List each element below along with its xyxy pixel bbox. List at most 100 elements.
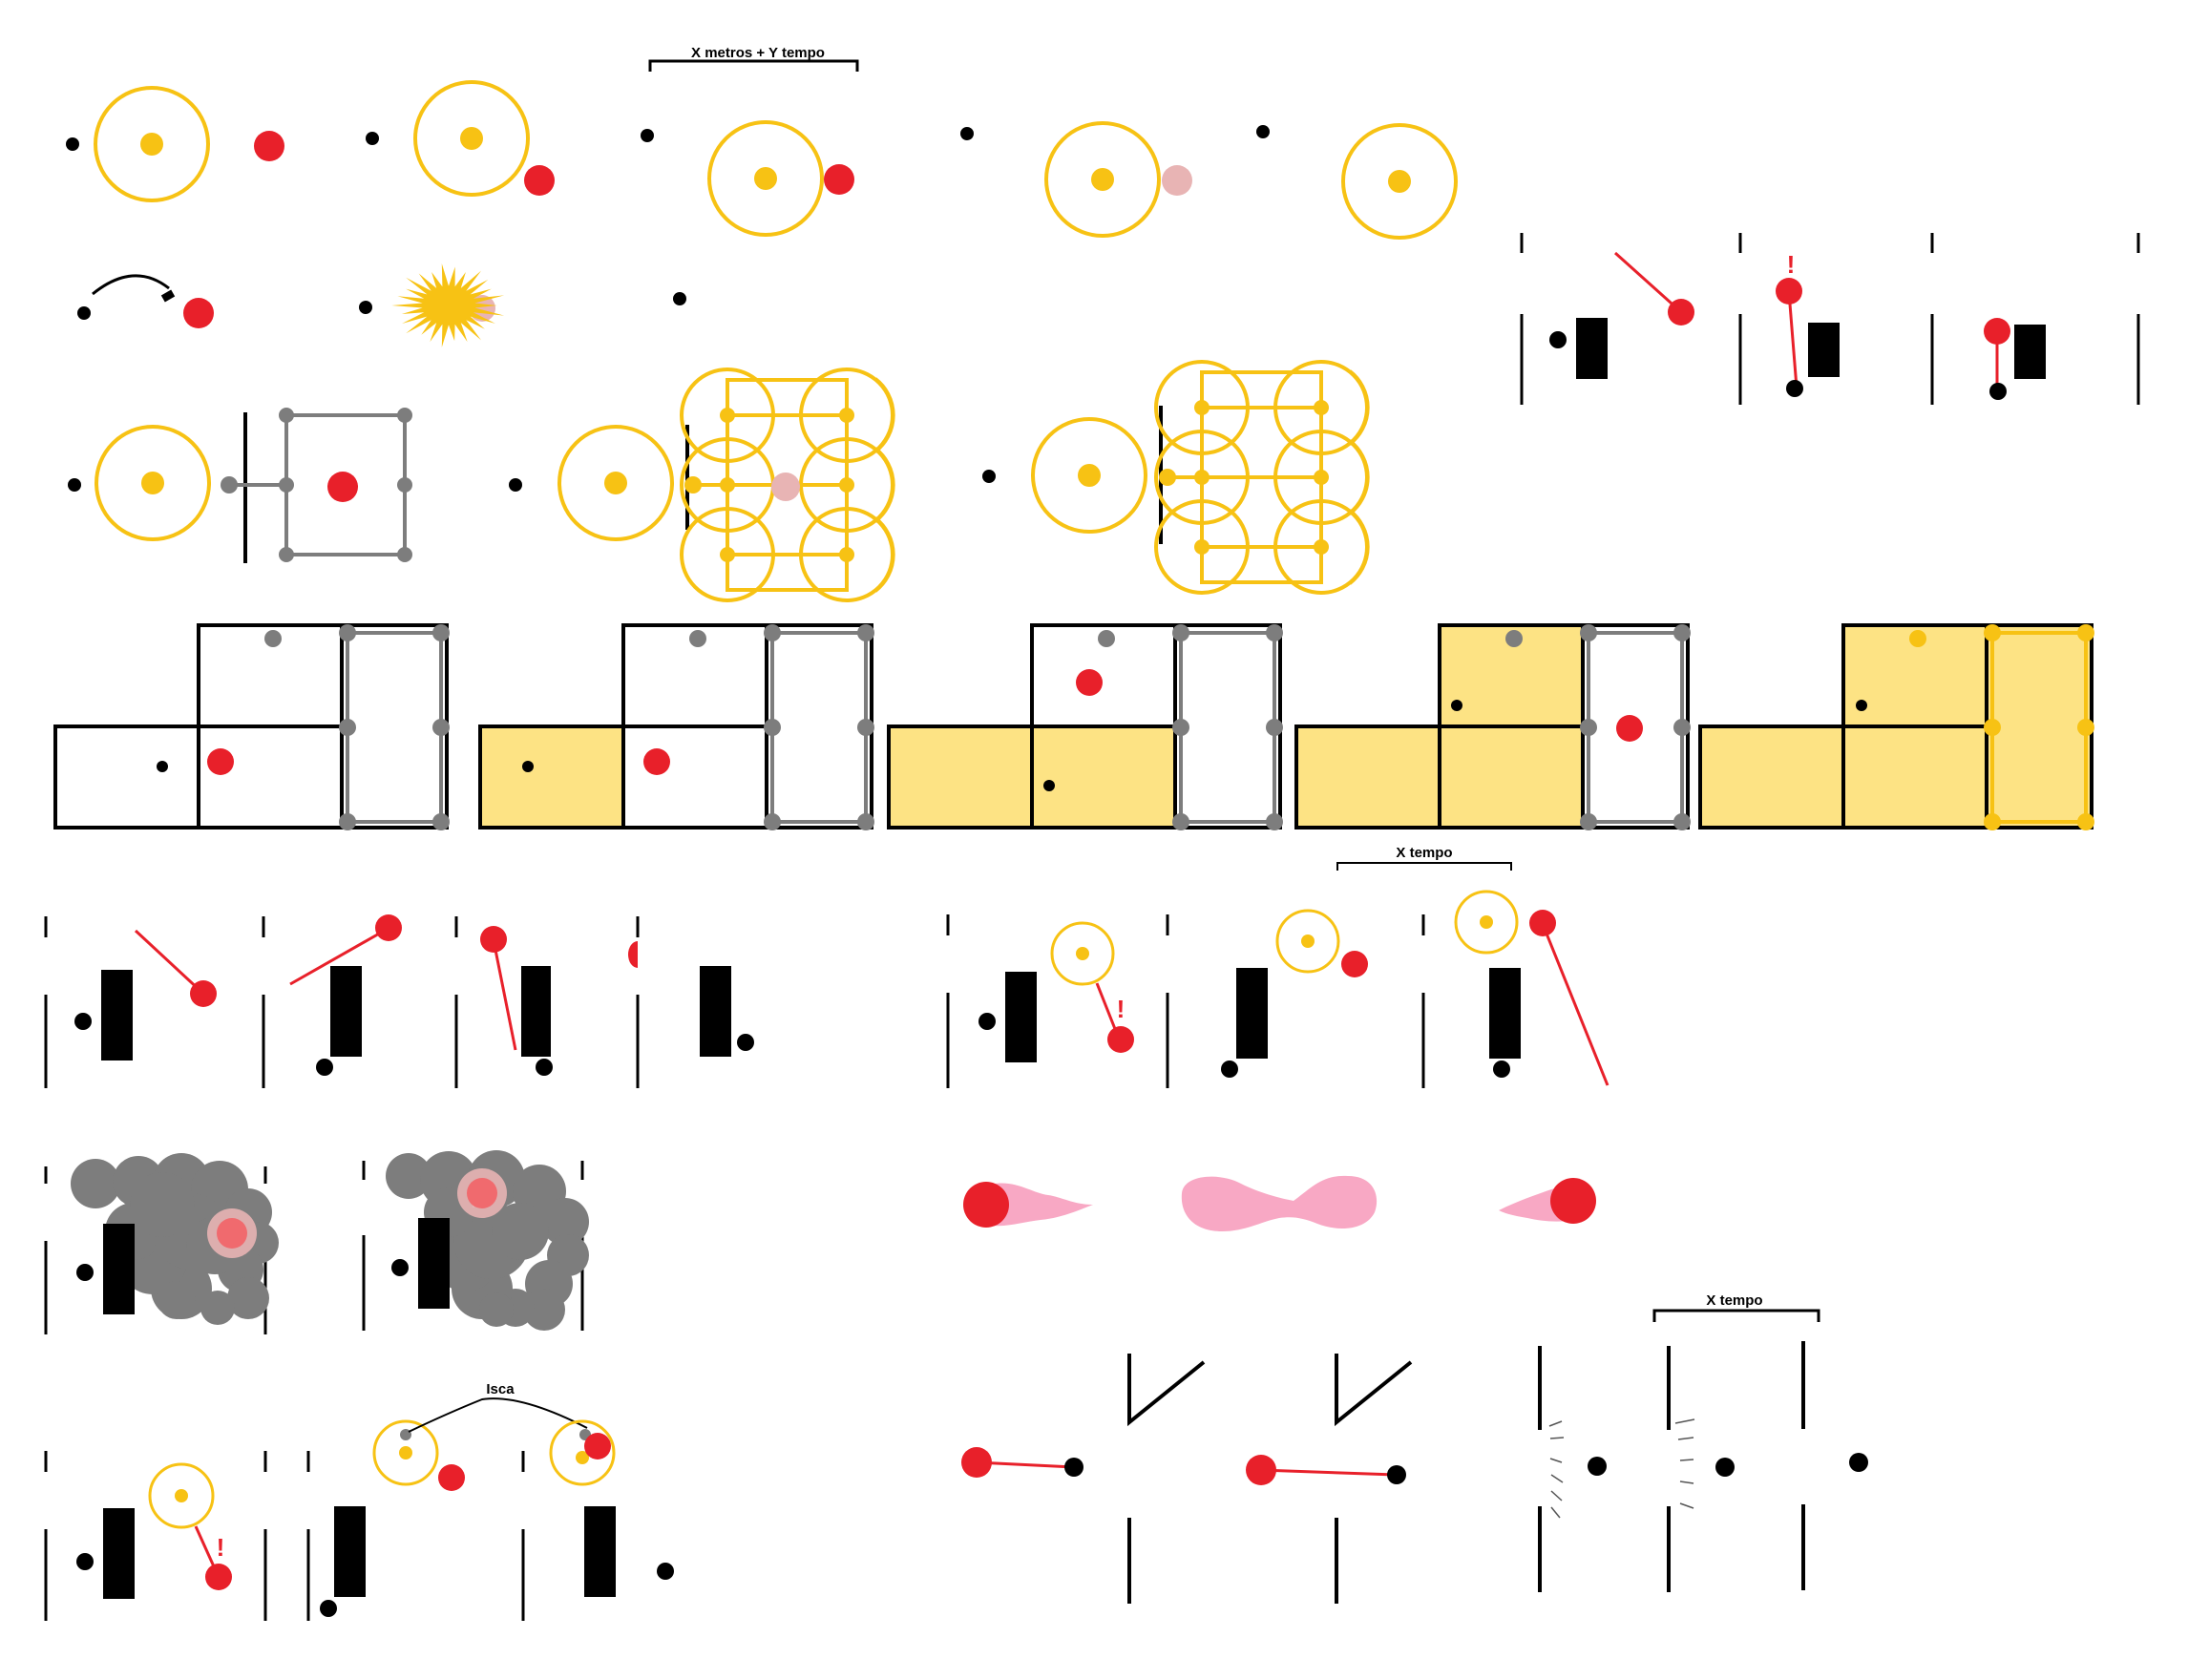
light-radius-circle bbox=[372, 1419, 439, 1486]
player-dot bbox=[1043, 780, 1055, 791]
grid-node bbox=[1098, 630, 1115, 647]
enemy-dot bbox=[480, 926, 507, 953]
cover-block bbox=[103, 1224, 135, 1314]
room-cell bbox=[765, 623, 873, 830]
pink-trail bbox=[983, 1183, 1093, 1227]
corridor-noise-row: X tempo bbox=[1538, 1292, 1868, 1592]
swing-panels-row: ! X tempo bbox=[44, 845, 1609, 1088]
cover-block bbox=[101, 970, 133, 1060]
enemy-offscreen bbox=[628, 941, 638, 968]
grid-node bbox=[1314, 400, 1329, 415]
light-radius-arc bbox=[873, 377, 895, 453]
player-dot bbox=[737, 1034, 754, 1051]
light-radius-circle bbox=[1050, 921, 1115, 986]
enemy-dot bbox=[1341, 951, 1368, 977]
cover-block bbox=[330, 966, 362, 1057]
enemy-dot bbox=[327, 472, 358, 502]
grid-node bbox=[764, 813, 781, 830]
grid-node bbox=[1314, 470, 1329, 485]
player-dot bbox=[74, 1013, 92, 1030]
enemy-dot bbox=[584, 1433, 611, 1460]
grid-node bbox=[857, 719, 874, 736]
player-dot bbox=[66, 137, 79, 151]
smoke-puff bbox=[158, 1281, 196, 1319]
player-dot bbox=[157, 761, 168, 772]
cover-block bbox=[1489, 968, 1521, 1059]
light-burst bbox=[391, 263, 505, 347]
grid-node bbox=[1673, 719, 1691, 736]
time-label: X tempo bbox=[1706, 1292, 1762, 1309]
enemy-dot bbox=[205, 1564, 232, 1590]
cover-block bbox=[1808, 323, 1840, 377]
enemy-dot bbox=[190, 980, 217, 1007]
smoke-puff bbox=[386, 1153, 431, 1199]
enemy-dot bbox=[1984, 318, 2010, 345]
grid-node bbox=[2077, 624, 2094, 641]
bait-label: Isca bbox=[486, 1381, 515, 1397]
smoke-puff bbox=[492, 1203, 549, 1260]
enemy-dot bbox=[183, 298, 214, 328]
player-dot bbox=[316, 1059, 333, 1076]
light-core bbox=[754, 167, 777, 190]
grid-node bbox=[1984, 719, 2001, 736]
door-pull-row bbox=[961, 1354, 1413, 1604]
grid-node bbox=[1266, 813, 1283, 830]
enemy-dot bbox=[1550, 1178, 1596, 1224]
grapple-rope bbox=[492, 939, 517, 1051]
player-dot bbox=[978, 1013, 996, 1030]
hidden-enemy-blur bbox=[207, 1208, 257, 1258]
player-dot bbox=[77, 306, 91, 320]
alert-mark: ! bbox=[1117, 995, 1126, 1023]
door-hinge bbox=[1335, 1354, 1413, 1427]
room-cell bbox=[887, 724, 1034, 830]
enemy-dot bbox=[375, 914, 402, 941]
player-dot bbox=[960, 127, 974, 140]
grapple-rope bbox=[1541, 923, 1609, 1086]
grid-node bbox=[857, 624, 874, 641]
grid-node bbox=[1266, 624, 1283, 641]
light-core bbox=[1301, 934, 1315, 948]
room-floorplan bbox=[887, 623, 1283, 830]
player-dot bbox=[1715, 1458, 1735, 1477]
grid-node bbox=[1314, 539, 1329, 555]
player-dot bbox=[320, 1600, 337, 1617]
grid-node bbox=[432, 813, 450, 830]
room-floorplan bbox=[478, 623, 874, 830]
room-cell bbox=[1030, 724, 1177, 830]
measure-bracket bbox=[1336, 862, 1512, 871]
grid-node bbox=[764, 624, 781, 641]
player-dot bbox=[1221, 1060, 1238, 1078]
enemy-dot bbox=[1076, 669, 1103, 696]
measure-bracket bbox=[1652, 1309, 1820, 1322]
enemy-dot bbox=[963, 1182, 1009, 1228]
measure-bracket bbox=[648, 59, 859, 72]
player-dot bbox=[509, 478, 522, 492]
smoke-puff bbox=[130, 1172, 195, 1237]
grid-node bbox=[432, 624, 450, 641]
grid-node bbox=[1172, 624, 1189, 641]
room-cell bbox=[1985, 623, 2093, 830]
light-radius-circle bbox=[413, 80, 530, 197]
grapple-rope bbox=[1787, 291, 1799, 388]
grid-node bbox=[339, 719, 356, 736]
grapple-rope bbox=[976, 1460, 1075, 1469]
cover-block bbox=[103, 1508, 135, 1599]
dash-trail-row bbox=[963, 1175, 1596, 1231]
grid-node bbox=[839, 477, 854, 493]
room-cell bbox=[1698, 724, 1845, 830]
room-cell bbox=[340, 623, 449, 830]
enemy-dot bbox=[824, 164, 854, 195]
light-radius-arc bbox=[1348, 369, 1370, 446]
thrown-object bbox=[160, 289, 176, 303]
light-core bbox=[399, 1446, 412, 1460]
cover-block bbox=[418, 1218, 450, 1309]
smoke-puff bbox=[227, 1277, 269, 1319]
player-dot bbox=[641, 129, 654, 142]
room-cell bbox=[53, 724, 200, 830]
grid-node bbox=[1580, 624, 1597, 641]
cover-block bbox=[334, 1506, 366, 1597]
cover-block bbox=[1005, 972, 1037, 1062]
room-cell bbox=[1294, 724, 1441, 830]
player-dot bbox=[76, 1553, 94, 1570]
smoke-puff bbox=[523, 1289, 565, 1331]
